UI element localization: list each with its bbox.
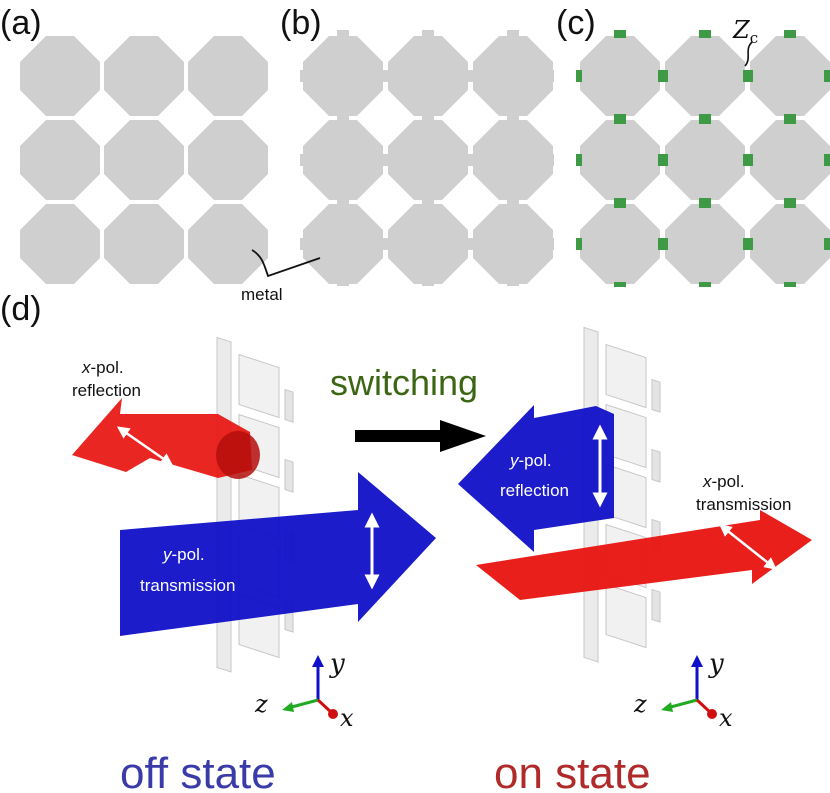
axis-y-label-on: y bbox=[708, 649, 724, 679]
y-pol-transmission-word-off: transmission bbox=[140, 576, 235, 595]
x-pol-transmission-arrow-on bbox=[476, 510, 812, 600]
axis-x-label-off: x bbox=[340, 704, 354, 732]
y-pol-reflection-arrow-on bbox=[458, 405, 614, 552]
switching-label: switching bbox=[330, 362, 478, 403]
metasurface-off bbox=[216, 336, 294, 673]
panel-label-d: (d) bbox=[0, 290, 42, 328]
lumped-elements bbox=[576, 30, 830, 287]
metal-pointer bbox=[251, 249, 321, 278]
lattice-b bbox=[300, 30, 554, 286]
lattice-c bbox=[580, 36, 830, 284]
off-state-label: off state bbox=[120, 749, 276, 793]
axes-off bbox=[282, 655, 338, 719]
switching-arrow bbox=[355, 420, 486, 452]
axis-y-label-off: y bbox=[329, 649, 345, 679]
lattice-a bbox=[20, 36, 268, 284]
axis-z-label-off: z bbox=[254, 690, 268, 718]
zc-label: Zc bbox=[732, 16, 758, 47]
axes-on bbox=[661, 655, 717, 719]
panel-label-c: (c) bbox=[556, 4, 596, 42]
on-state-label: on state bbox=[494, 749, 651, 793]
x-pol-transmission-word-on: transmission bbox=[696, 495, 791, 514]
x-pol-transmission-label-on: x-pol. bbox=[702, 472, 745, 491]
panel-label-a: (a) bbox=[0, 4, 42, 42]
x-pol-reflection-arrow-off bbox=[72, 398, 260, 479]
x-pol-reflection-label-off: x-pol. bbox=[81, 358, 124, 377]
y-pol-reflection-label-on: y-pol. bbox=[509, 451, 552, 470]
metal-label: metal bbox=[241, 285, 283, 304]
x-pol-indicator-off bbox=[116, 426, 174, 466]
y-pol-transmission-label-off: y-pol. bbox=[162, 545, 205, 564]
panel-label-b: (b) bbox=[280, 4, 322, 42]
zc-pointer bbox=[744, 41, 753, 67]
x-pol-indicator-on bbox=[719, 524, 777, 570]
y-pol-transmission-arrow-off bbox=[120, 472, 436, 636]
x-pol-reflection-word-off: reflection bbox=[72, 381, 141, 400]
y-pol-reflection-word-on: reflection bbox=[500, 481, 569, 500]
axis-z-label-on: z bbox=[633, 690, 647, 718]
axis-x-label-on: x bbox=[719, 704, 733, 732]
